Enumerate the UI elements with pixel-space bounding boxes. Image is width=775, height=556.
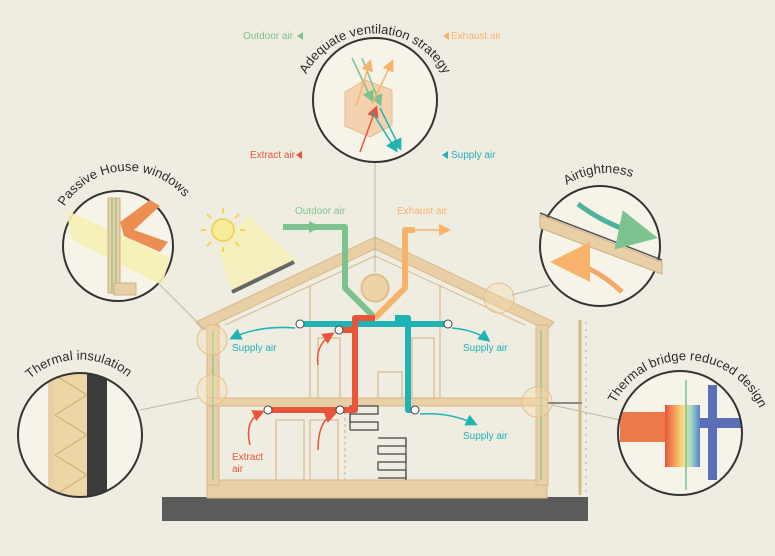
leader-lines bbox=[139, 150, 621, 421]
extract-air-label-line1: Extract bbox=[232, 452, 263, 463]
ground-slab bbox=[162, 497, 588, 521]
outdoor-air-label-house: Outdoor air bbox=[295, 206, 346, 217]
house-envelope bbox=[195, 236, 555, 499]
extract-air-arrow-icon bbox=[296, 151, 302, 159]
extract-air-label-top: Extract air bbox=[250, 150, 296, 161]
insulation-detail-circle bbox=[17, 372, 143, 498]
exhaust-air-label-house: Exhaust air bbox=[397, 206, 448, 217]
flow-arrows bbox=[229, 221, 491, 451]
windows-detail-circle bbox=[62, 190, 174, 302]
duct-valves bbox=[263, 319, 453, 415]
outdoor-air-label-top: Outdoor air bbox=[243, 31, 294, 42]
airtightness-title: Airtightness bbox=[561, 161, 636, 188]
supply-air-label-top: Supply air bbox=[451, 150, 496, 161]
extract-air-label-line2: air bbox=[232, 464, 244, 475]
supply-air-label-upper-right: Supply air bbox=[463, 343, 508, 354]
ventilation-detail-circle bbox=[312, 37, 438, 163]
supply-air-label-lower-right: Supply air bbox=[463, 431, 508, 442]
supply-air-label-upper-left: Supply air bbox=[232, 343, 277, 354]
supply-air-arrow-icon bbox=[442, 151, 448, 159]
interior-walls bbox=[275, 285, 441, 481]
detail-markers bbox=[196, 274, 553, 418]
exhaust-air-label-top: Exhaust air bbox=[451, 31, 502, 42]
exhaust-air-arrow-icon bbox=[443, 32, 449, 40]
airtightness-detail-circle bbox=[539, 185, 663, 307]
solar-panel bbox=[218, 215, 298, 294]
sun-icon bbox=[201, 208, 245, 252]
exterior-post bbox=[548, 320, 587, 495]
thermal-bridge-detail-circle bbox=[617, 370, 743, 496]
outdoor-air-arrow-icon bbox=[297, 32, 303, 40]
ventilation-ducts bbox=[265, 224, 445, 413]
staircase bbox=[349, 405, 407, 480]
heat-recovery-unit bbox=[360, 273, 390, 303]
